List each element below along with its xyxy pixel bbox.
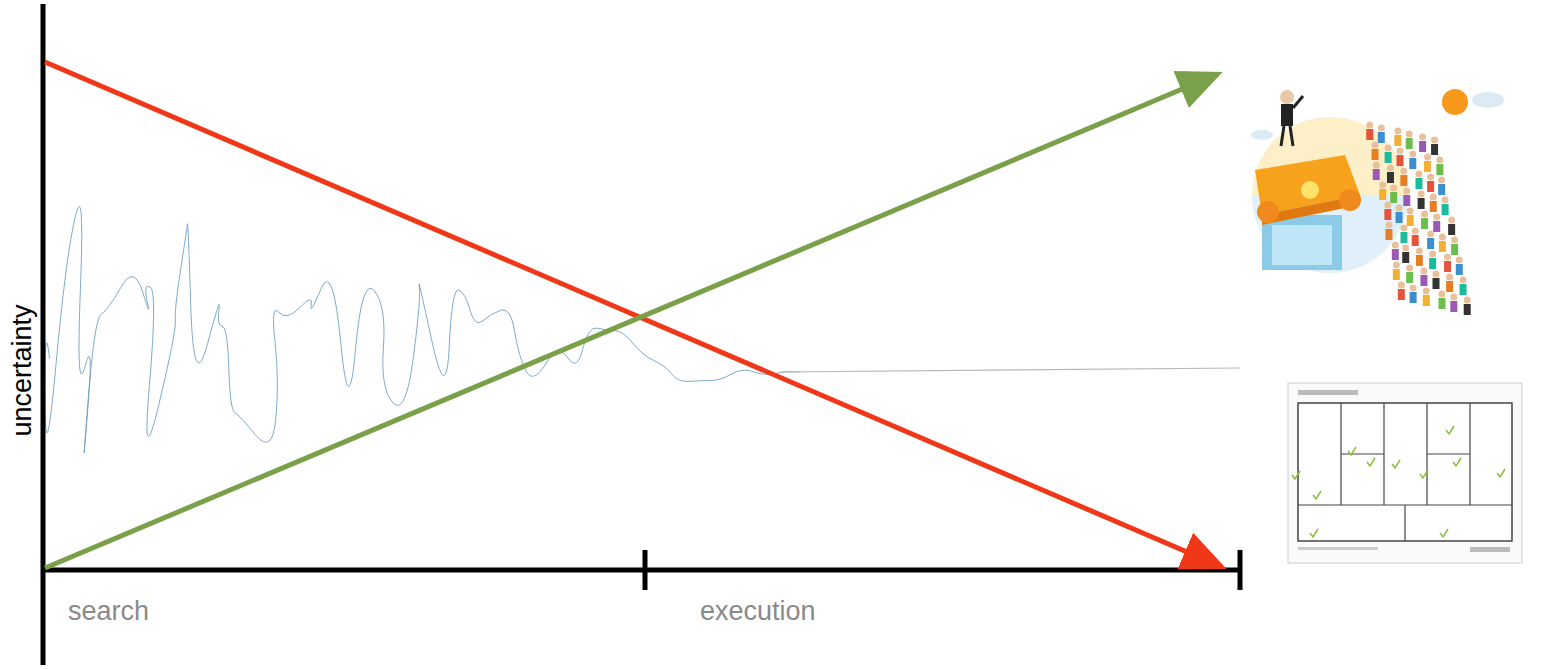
- phase-label: search: [68, 598, 149, 625]
- certainty-line: [45, 74, 1218, 568]
- settled-line: [780, 368, 1240, 372]
- axis-tick: [643, 550, 648, 590]
- x-axis: [43, 568, 1240, 573]
- scribble-stroke: [45, 207, 800, 453]
- axis-title: uncertainty: [9, 304, 36, 436]
- uncertainty-scribble: [45, 207, 800, 453]
- phase-label: execution: [700, 598, 816, 625]
- axis-tick: [1238, 550, 1243, 590]
- uncertainty-line: [45, 62, 1222, 567]
- canvas-thumbnail: [1288, 383, 1522, 563]
- crowd-illustration: [1251, 89, 1504, 315]
